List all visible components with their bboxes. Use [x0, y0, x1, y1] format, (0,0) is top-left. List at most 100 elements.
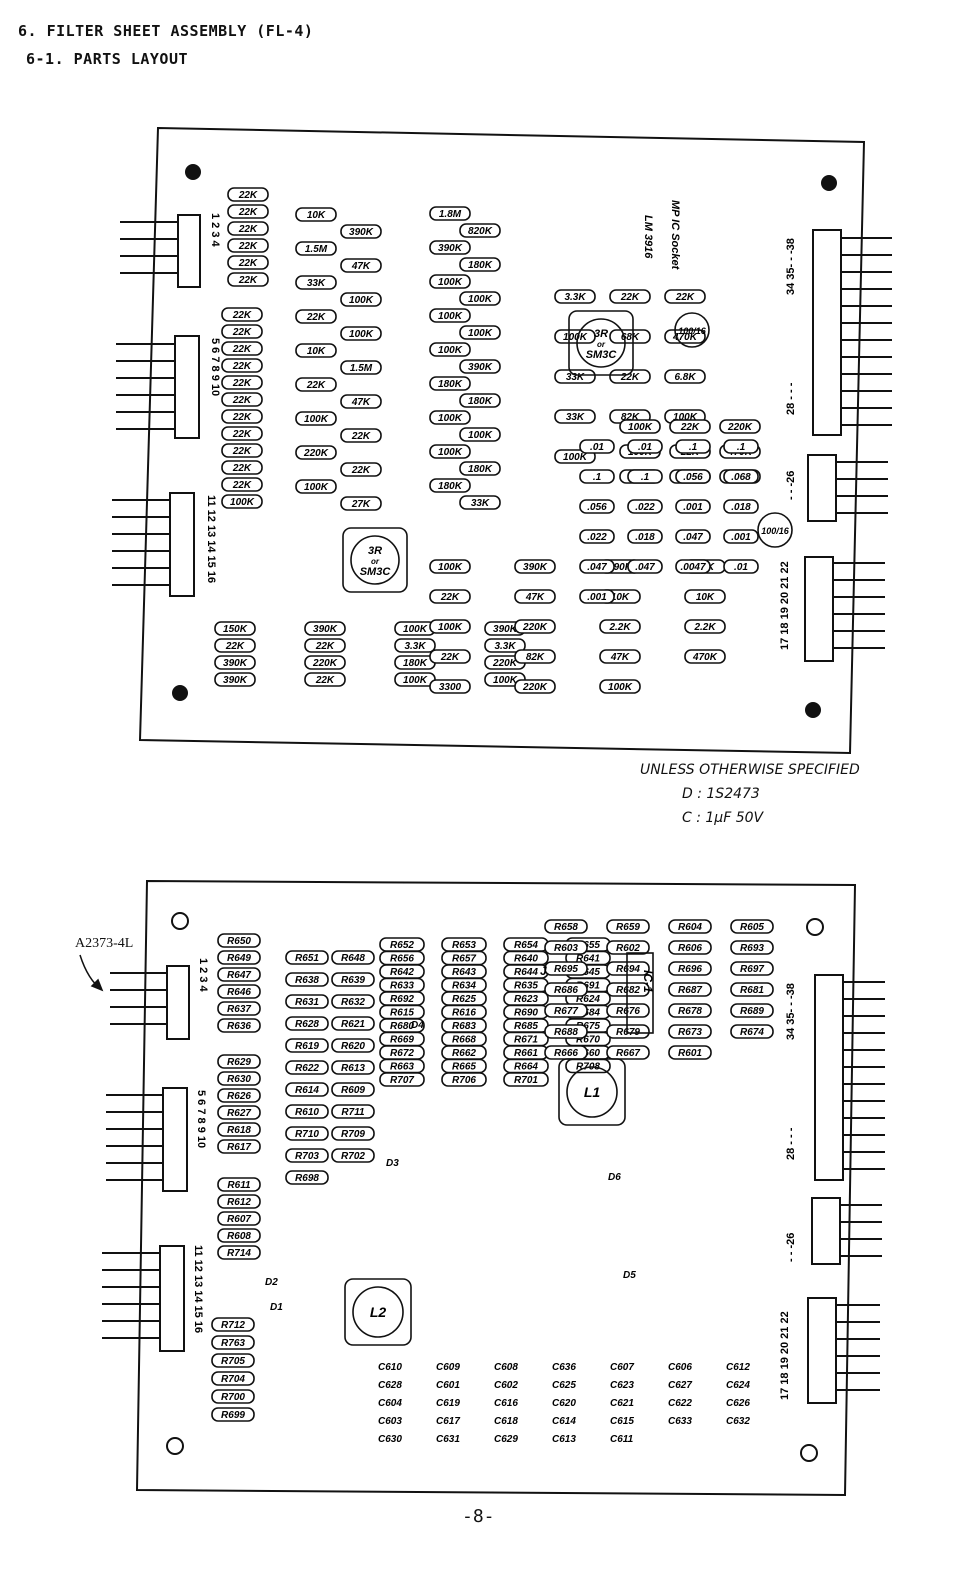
svg-text:R613: R613	[341, 1063, 365, 1074]
part-ref: R605	[730, 919, 774, 934]
svg-text:180K: 180K	[468, 396, 493, 407]
resistor: 220K	[304, 655, 346, 670]
svg-text:180K: 180K	[468, 464, 493, 475]
resistor: 47K	[340, 394, 382, 409]
svg-text:R680: R680	[390, 1021, 414, 1032]
svg-text:.018: .018	[731, 502, 751, 513]
part-ref: R661	[503, 1045, 549, 1060]
part-ref: R630	[217, 1071, 261, 1086]
svg-text:R675: R675	[576, 1021, 600, 1032]
svg-text:R606: R606	[678, 943, 702, 954]
resistor: 22K	[227, 204, 269, 219]
resistor: 3.3K	[484, 638, 526, 653]
svg-text:R635: R635	[514, 981, 538, 992]
part-ref: R628	[285, 1016, 329, 1031]
jumper-label: J	[540, 964, 547, 978]
svg-text:2.2K: 2.2K	[608, 622, 631, 633]
capacitor-label: C614	[552, 1416, 576, 1427]
svg-text:22K: 22K	[315, 675, 335, 686]
part-ref: R636	[217, 1018, 261, 1033]
resistor: 180K	[394, 655, 436, 670]
board2-connectors-left	[159, 965, 190, 1352]
part-ref: R611	[217, 1177, 261, 1192]
capacitor-label: C606	[668, 1362, 692, 1373]
svg-text:R653: R653	[452, 940, 476, 951]
part-ref: R694	[606, 961, 650, 976]
part-ref: R620	[331, 1038, 375, 1053]
svg-text:22K: 22K	[232, 344, 252, 355]
svg-text:R645: R645	[576, 967, 600, 978]
resistor: 68K	[609, 329, 651, 344]
part-ref: R612	[217, 1194, 261, 1209]
part-ref: R671	[503, 1031, 549, 1047]
svg-text:R647: R647	[227, 970, 251, 981]
svg-text:R692: R692	[390, 994, 414, 1005]
svg-text:100/16: 100/16	[678, 326, 707, 336]
svg-text:IC-1: IC-1	[641, 970, 655, 993]
part-ref: R668	[441, 1031, 487, 1047]
svg-text:R625: R625	[452, 994, 476, 1005]
resistor: 22K	[221, 358, 263, 373]
svg-text:.022: .022	[587, 532, 607, 543]
svg-text:R633: R633	[390, 981, 414, 992]
svg-text:.047: .047	[683, 532, 703, 543]
capacitor: .018	[723, 499, 759, 514]
capacitor-label: C619	[436, 1398, 460, 1409]
capacitor: .047	[675, 529, 711, 544]
part-ref: R608	[217, 1228, 261, 1243]
resistor: 47K	[340, 258, 382, 273]
note-capacitor: C : 1μF 50V	[682, 810, 764, 826]
svg-text:R623: R623	[514, 994, 538, 1005]
svg-text:R688: R688	[554, 1027, 578, 1038]
capacitor-label: C632	[726, 1416, 750, 1427]
resistor: 33K	[295, 275, 337, 290]
resistor: 22K	[221, 443, 263, 458]
resistor: 180K	[429, 376, 471, 391]
svg-text:.01: .01	[638, 442, 652, 453]
coil: L1	[558, 1058, 626, 1126]
svg-text:R691: R691	[576, 981, 600, 992]
electrolytic-capacitor: 100/16	[757, 512, 793, 548]
connector-pin-numbers: 5 6 7 8 9 10	[195, 1090, 207, 1148]
svg-text:R710: R710	[295, 1129, 319, 1140]
part-ref: R618	[217, 1122, 261, 1137]
svg-text:R604: R604	[678, 922, 702, 933]
part-ref: R607	[217, 1211, 261, 1226]
svg-text:47K: 47K	[525, 592, 545, 603]
svg-text:R671: R671	[514, 1035, 538, 1046]
svg-text:10K: 10K	[307, 210, 326, 221]
resistor: 22K	[340, 428, 382, 443]
part-ref: R681	[730, 982, 774, 997]
resistor: 3.3K	[394, 638, 436, 653]
svg-text:R634: R634	[452, 981, 476, 992]
svg-text:R670: R670	[576, 1035, 600, 1046]
part-ref: R679	[606, 1024, 650, 1039]
svg-text:1.8M: 1.8M	[439, 209, 462, 220]
part-ref: R648	[331, 950, 375, 965]
svg-text:R643: R643	[452, 967, 476, 978]
svg-text:220K: 220K	[522, 622, 548, 633]
part-ref: R613	[331, 1060, 375, 1075]
ic-1: IC-1	[626, 952, 655, 1034]
svg-text:27K: 27K	[351, 499, 371, 510]
part-ref: R602	[606, 940, 650, 955]
capacitor-label: C636	[552, 1362, 576, 1373]
svg-text:100K: 100K	[438, 413, 463, 424]
part-ref: R685	[503, 1018, 549, 1033]
svg-text:22K: 22K	[306, 312, 326, 323]
part-ref: R665	[441, 1058, 487, 1074]
svg-text:47K: 47K	[610, 652, 630, 663]
svg-text:.01: .01	[590, 442, 604, 453]
svg-text:R693: R693	[740, 943, 764, 954]
svg-text:390K: 390K	[223, 675, 248, 686]
svg-text:SM3C: SM3C	[360, 566, 392, 578]
part-ref: R693	[730, 940, 774, 955]
svg-text:R672: R672	[390, 1048, 414, 1059]
part-ref: R663	[379, 1058, 425, 1074]
svg-text:R605: R605	[740, 922, 764, 933]
svg-text:390K: 390K	[523, 562, 548, 573]
svg-text:2.2K: 2.2K	[693, 622, 716, 633]
connector-pin-numbers: - - -26	[785, 471, 797, 500]
svg-text:1.5M: 1.5M	[350, 363, 373, 374]
svg-text:100K: 100K	[349, 295, 374, 306]
